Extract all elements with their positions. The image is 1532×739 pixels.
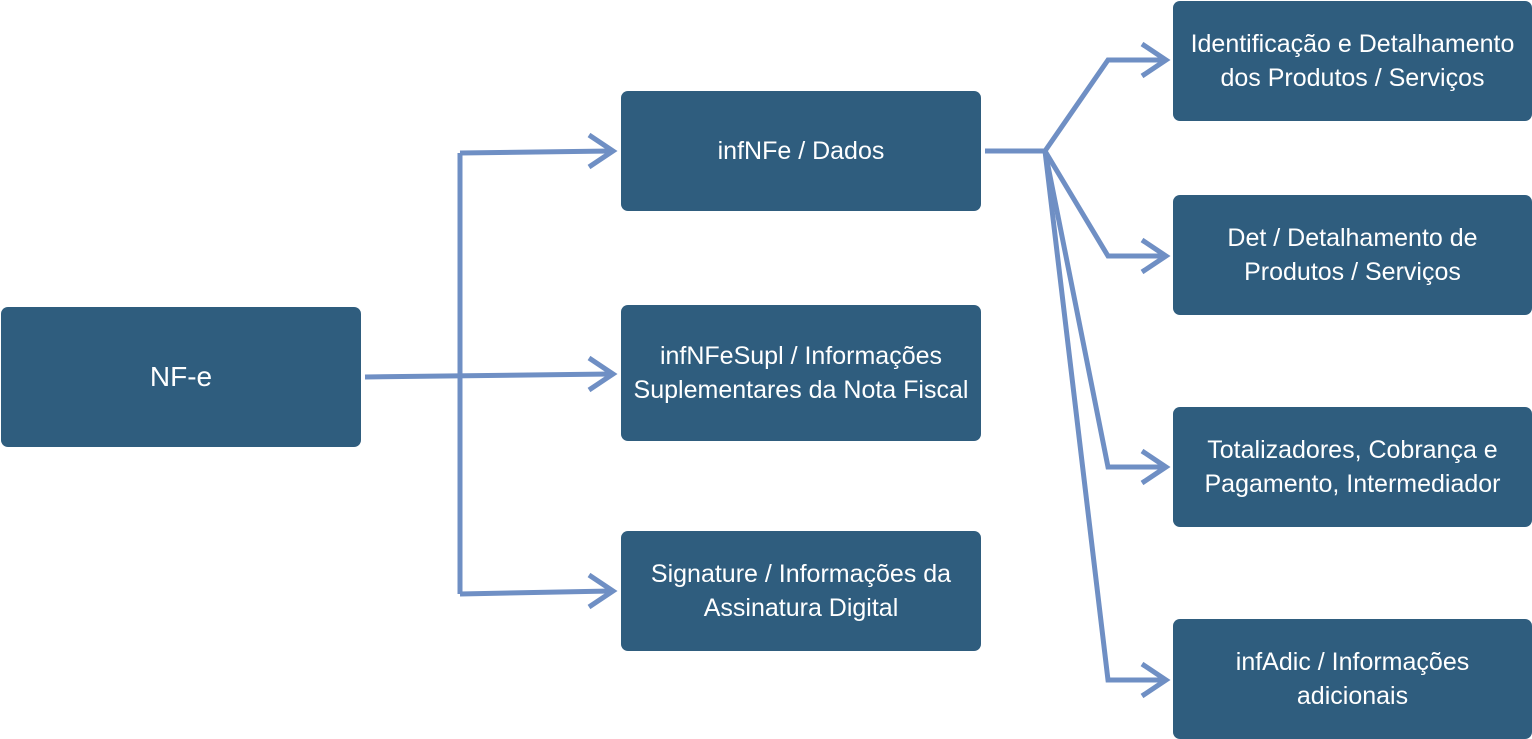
connector-arrow-infadic (1140, 661, 1171, 699)
connector-infnfe-det (1042, 149, 1163, 259)
node-signature-label: Signature / Informações da Assinatura Di… (650, 560, 952, 622)
connector-arrow-total (1140, 448, 1171, 486)
node-identificacao-produtos-label: Identificação e Detalhamento dos Produto… (1190, 30, 1515, 92)
node-totalizadores[interactable]: Totalizadores, Cobrança e Pagamento, Int… (1173, 407, 1532, 527)
connector-arrow-det (1140, 237, 1171, 275)
node-det-detalhamento-label: Det / Detalhamento de Produtos / Serviço… (1227, 224, 1478, 286)
connector-nfe-infnfe (459, 148, 612, 156)
node-infnfesupl[interactable]: infNFeSupl / Informações Suplementares d… (621, 305, 981, 441)
connector-infnfe-total (1042, 150, 1163, 470)
connector-infnfe-ident (1042, 57, 1163, 153)
node-totalizadores-label: Totalizadores, Cobrança e Pagamento, Int… (1204, 436, 1501, 498)
node-nfe-label: NF-e (149, 361, 213, 392)
connector-arrow-infnfesupl (587, 355, 618, 393)
node-signature[interactable]: Signature / Informações da Assinatura Di… (621, 531, 981, 651)
node-infnfe-dados-label: infNFe / Dados (717, 137, 885, 165)
connector-nfe-signature (459, 588, 612, 597)
connector-nfe-infnfesupl (364, 371, 612, 380)
connector-infnfe-infadic (1042, 150, 1163, 683)
connector-arrow-signature (587, 572, 618, 610)
node-infnfesupl-label: infNFeSupl / Informações Suplementares d… (633, 342, 969, 404)
node-identificacao-produtos[interactable]: Identificação e Detalhamento dos Produto… (1173, 1, 1532, 121)
node-nfe[interactable]: NF-e (1, 307, 361, 447)
node-infnfe-dados[interactable]: infNFe / Dados (621, 91, 981, 211)
node-det-detalhamento[interactable]: Det / Detalhamento de Produtos / Serviço… (1173, 195, 1532, 315)
node-infadic[interactable]: infAdic / Informações adicionais (1173, 619, 1532, 739)
connector-arrow-ident (1140, 41, 1171, 79)
node-infadic-label: infAdic / Informações adicionais (1235, 648, 1470, 710)
connector-arrow-infnfe (587, 132, 618, 170)
